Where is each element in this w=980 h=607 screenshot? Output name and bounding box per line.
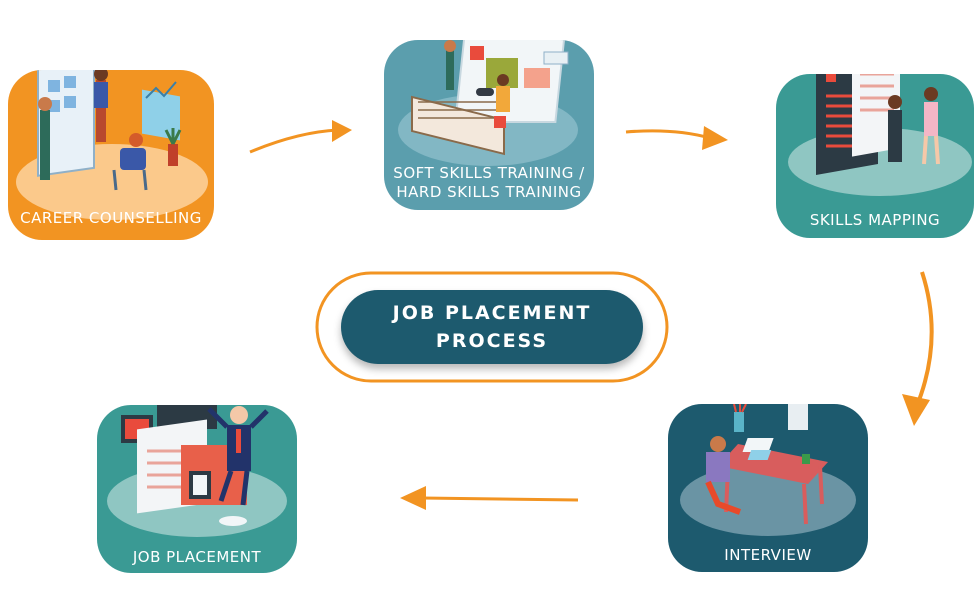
step-card-skills-mapping: SKILLS MAPPING bbox=[776, 74, 974, 238]
step-label-skills-training: SOFT SKILLS TRAINING / HARD SKILLS TRAIN… bbox=[393, 164, 585, 201]
skills-training-illustration bbox=[398, 40, 578, 166]
step-card-career-counselling: CAREER COUNSELLING bbox=[8, 70, 214, 240]
center-title-line2: PROCESS bbox=[435, 330, 549, 352]
arrow-mapping-to-interview bbox=[902, 271, 934, 426]
step-label-skills-mapping: SKILLS MAPPING bbox=[809, 211, 941, 229]
skills-mapping-illustration bbox=[788, 74, 972, 196]
interview-illustration bbox=[680, 404, 856, 536]
career-counselling-illustration bbox=[16, 70, 208, 220]
center-ring-outline bbox=[315, 271, 669, 383]
step-label-job-placement: JOB PLACEMENT bbox=[132, 548, 262, 566]
job-placement-illustration bbox=[107, 405, 287, 537]
center-title-pill: JOB PLACEMENT PROCESS bbox=[341, 290, 643, 364]
center-title-line1: JOB PLACEMENT bbox=[392, 302, 592, 324]
arrow-career-to-training bbox=[249, 120, 352, 154]
step-card-job-placement: JOB PLACEMENT bbox=[97, 405, 297, 573]
arrow-interview-to-placement bbox=[400, 486, 579, 510]
step-card-skills-training: SOFT SKILLS TRAINING / HARD SKILLS TRAIN… bbox=[384, 40, 594, 210]
step-label-interview: INTERVIEW bbox=[724, 546, 812, 564]
arrow-training-to-mapping bbox=[625, 126, 728, 150]
step-card-interview: INTERVIEW bbox=[668, 404, 868, 572]
step-label-career-counselling: CAREER COUNSELLING bbox=[20, 209, 202, 227]
